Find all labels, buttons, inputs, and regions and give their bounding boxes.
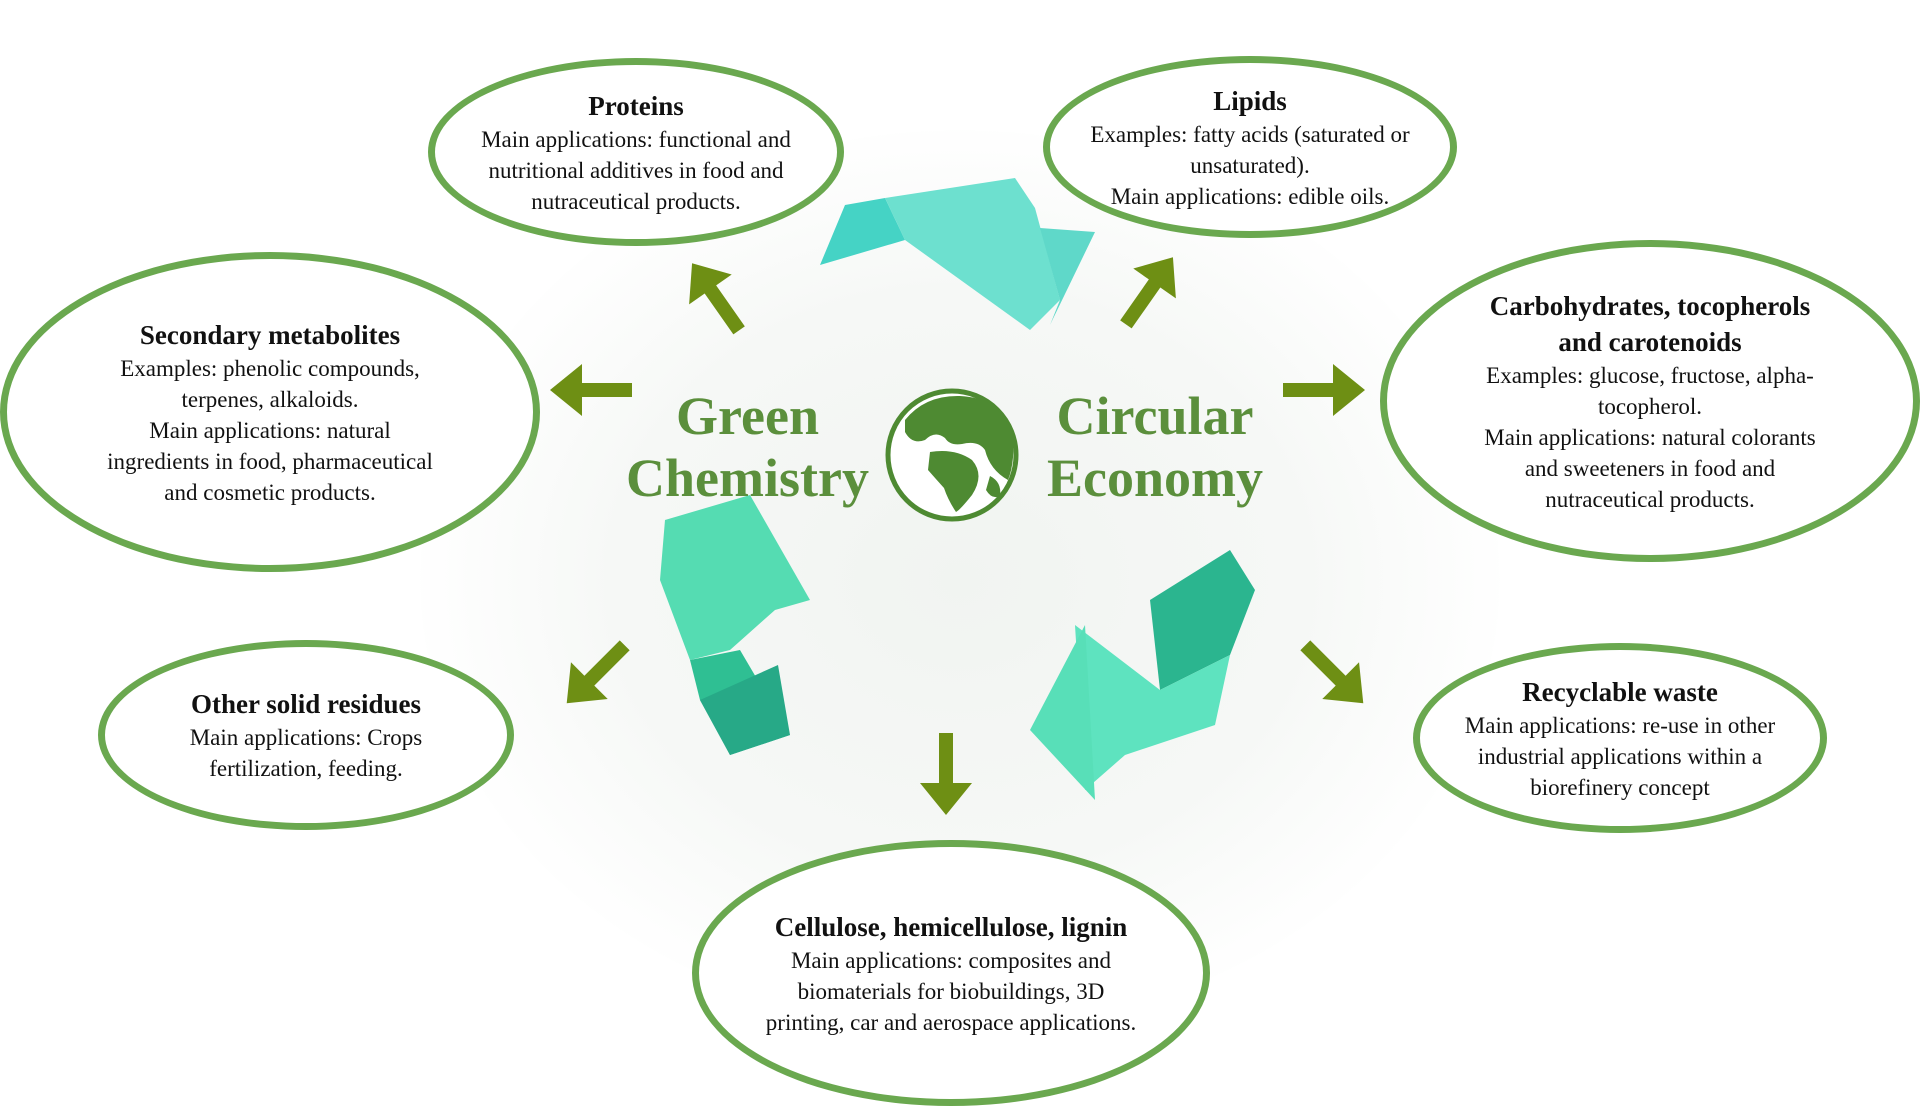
- direction-arrows: [550, 257, 1365, 815]
- hero-word-circular: Circular: [1056, 386, 1254, 446]
- recycle-arrow-icon-right: [1030, 550, 1255, 800]
- node-description: Examples: phenolic compounds, terpenes, …: [107, 353, 433, 508]
- text-line: Main applications: edible oils.: [1110, 183, 1390, 209]
- text-line: Main applications: natural colorants: [1484, 424, 1816, 450]
- recycle-arrow-icon-top: [820, 178, 1095, 330]
- node-secondary-metabolites: Secondary metabolites Examples: phenolic…: [0, 252, 540, 572]
- text-line: Examples: glucose, fructose, alpha-: [1486, 362, 1814, 388]
- hero-word-green: Green: [676, 386, 819, 446]
- title-line: Carbohydrates, tocopherols: [1489, 290, 1811, 321]
- direction-arrow-icon-down-right: [1300, 640, 1364, 704]
- text-line: and sweeteners in food and: [1524, 455, 1776, 481]
- text-line: biorefinery concept: [1530, 774, 1710, 800]
- direction-arrow-icon-up-left: [689, 263, 745, 335]
- text-line: Examples: fatty acids (saturated or: [1090, 121, 1410, 147]
- node-description: Main applications: functional and nutrit…: [481, 124, 791, 217]
- title-line: and carotenoids: [1558, 326, 1742, 357]
- node-title: Cellulose, hemicellulose, lignin: [774, 911, 1128, 942]
- text-line: fertilization, feeding.: [209, 756, 403, 781]
- node-title: Recyclable waste: [1522, 676, 1718, 707]
- node-description: Main applications: re-use in other indus…: [1465, 710, 1775, 803]
- text-line: nutraceutical products.: [1545, 486, 1755, 512]
- hero-word-economy: Economy: [1047, 448, 1263, 508]
- node-carbohydrates: Carbohydrates, tocopherols and carotenoi…: [1380, 240, 1920, 562]
- node-description: Main applications: composites and biomat…: [766, 945, 1136, 1038]
- text-line: unsaturated).: [1190, 152, 1310, 178]
- text-line: nutritional additives in food and: [488, 157, 784, 183]
- node-lipids: Lipids Examples: fatty acids (saturated …: [1043, 56, 1457, 238]
- globe-icon: [885, 388, 1019, 522]
- node-description: Main applications: Crops fertilization, …: [190, 722, 423, 784]
- green-chemistry-label: Green Chemistry: [620, 385, 875, 509]
- recycle-arrow-icon-left: [660, 495, 810, 755]
- text-line: and cosmetic products.: [164, 479, 376, 505]
- circular-economy-label: Circular Economy: [1035, 385, 1275, 509]
- text-line: Main applications: re-use in other: [1464, 712, 1776, 738]
- node-title: Secondary metabolites: [139, 319, 401, 350]
- node-title: Carbohydrates, tocopherols and carotenoi…: [1490, 288, 1811, 360]
- text-line: Main applications: functional and: [481, 126, 791, 152]
- direction-arrow-icon-down-left: [566, 640, 630, 704]
- node-title: Proteins: [588, 90, 684, 121]
- node-description: Examples: fatty acids (saturated or unsa…: [1090, 119, 1409, 212]
- text-line: printing, car and aerospace applications…: [765, 1009, 1137, 1035]
- direction-arrow-icon-up-right: [1120, 257, 1176, 329]
- node-recyclable-waste: Recyclable waste Main applications: re-u…: [1413, 643, 1827, 833]
- node-cellulose: Cellulose, hemicellulose, lignin Main ap…: [692, 840, 1210, 1106]
- text-line: terpenes, alkaloids.: [181, 386, 359, 412]
- text-line: Main applications: composites and: [790, 947, 1112, 973]
- node-description: Examples: glucose, fructose, alpha- toco…: [1484, 360, 1816, 515]
- text-line: Main applications: Crops: [189, 725, 423, 750]
- direction-arrow-icon-left: [550, 364, 632, 416]
- text-line: Main applications: natural: [149, 417, 391, 443]
- node-title: Other solid residues: [190, 689, 422, 719]
- direction-arrow-icon-down: [920, 733, 972, 815]
- node-proteins: Proteins Main applications: functional a…: [428, 58, 844, 246]
- node-other-solid-residues: Other solid residues Main applications: …: [98, 640, 514, 830]
- hero-word-chemistry: Chemistry: [626, 448, 869, 508]
- text-line: nutraceutical products.: [531, 188, 741, 214]
- text-line: biomaterials for biobuildings, 3D: [797, 978, 1105, 1004]
- direction-arrow-icon-right: [1283, 364, 1365, 416]
- node-title: Lipids: [1213, 85, 1287, 116]
- text-line: tocopherol.: [1597, 393, 1703, 419]
- text-line: ingredients in food, pharmaceutical: [107, 448, 433, 474]
- text-line: Examples: phenolic compounds,: [120, 355, 420, 381]
- text-line: industrial applications within a: [1477, 743, 1763, 769]
